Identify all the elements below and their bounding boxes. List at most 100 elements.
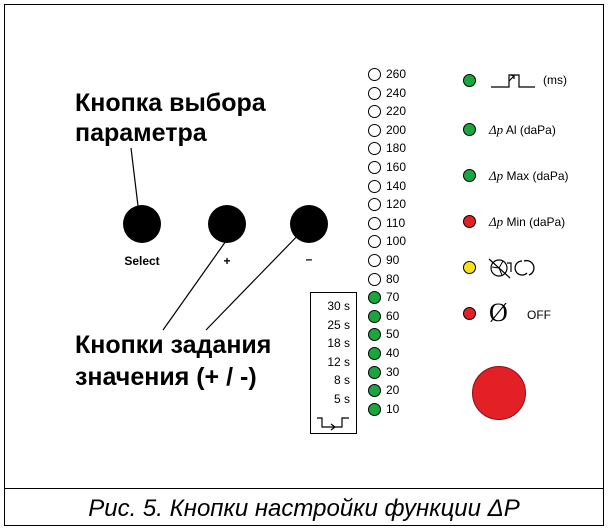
pulse-step-icon bbox=[491, 74, 535, 88]
select-heading-line2: параметра bbox=[75, 119, 207, 147]
scale-row: 40 bbox=[368, 346, 438, 361]
delay-time-value: 25 s bbox=[327, 317, 350, 332]
indicator-off: Ø OFF bbox=[463, 298, 603, 327]
off-label: OFF bbox=[527, 308, 551, 322]
scale-led bbox=[368, 86, 381, 100]
scale-row: 20 bbox=[368, 383, 438, 398]
scale-led bbox=[368, 272, 381, 286]
dp-al-label: Al (daPa) bbox=[505, 123, 556, 137]
pulse-led bbox=[463, 74, 476, 87]
scale-row: 200 bbox=[368, 123, 438, 138]
indicator-fan bbox=[463, 258, 603, 279]
scale-row: 110 bbox=[368, 216, 438, 231]
scale-row: 180 bbox=[368, 141, 438, 156]
scale-value: 200 bbox=[386, 122, 407, 137]
scale-value: 20 bbox=[386, 383, 400, 398]
scale-row: 70 bbox=[368, 290, 438, 305]
pulse-ms-label: (ms) bbox=[543, 73, 567, 87]
red-reset-button[interactable] bbox=[472, 366, 526, 420]
scale-value: 40 bbox=[386, 346, 400, 360]
scale-value: 60 bbox=[386, 308, 400, 323]
scale-value: 80 bbox=[386, 271, 400, 286]
select-knob-label: Select bbox=[124, 254, 160, 268]
plus-leader-line bbox=[162, 223, 239, 331]
plus-knob[interactable] bbox=[208, 205, 246, 243]
indicator-pulse: (ms) bbox=[463, 71, 603, 91]
fan-crossed-rotate-icon bbox=[488, 258, 535, 279]
minus-knob-label: – bbox=[305, 252, 313, 266]
indicator-dp-al: Δp Al (daPa) bbox=[463, 120, 603, 140]
dp-max-led bbox=[463, 169, 476, 182]
indicator-dp-max: Δp Max (daPa) bbox=[463, 166, 603, 186]
dp-max-label: Max (daPa) bbox=[506, 169, 569, 183]
scale-row: 10 bbox=[368, 402, 438, 417]
scale-row: 60 bbox=[368, 309, 438, 324]
dp-al-symbol: Δp bbox=[489, 122, 504, 137]
caption-divider bbox=[4, 488, 604, 489]
off-led bbox=[463, 307, 476, 320]
scale-row: 260 bbox=[368, 67, 438, 82]
delay-time-value: 12 s bbox=[327, 354, 350, 369]
scale-led bbox=[368, 291, 381, 305]
delay-time-value: 8 s bbox=[333, 373, 350, 388]
scale-value: 260 bbox=[386, 67, 407, 81]
dp-min-symbol: Δp bbox=[489, 214, 504, 229]
dp-al-led bbox=[463, 123, 476, 136]
scale-led bbox=[368, 161, 381, 174]
scale-row: 120 bbox=[368, 197, 438, 212]
scale-led bbox=[368, 235, 381, 249]
delay-time-value: 30 s bbox=[327, 299, 350, 313]
scale-led bbox=[368, 365, 381, 379]
scale-row: 80 bbox=[368, 272, 438, 287]
scale-led bbox=[368, 105, 381, 119]
scale-led bbox=[368, 309, 381, 323]
scale-value: 180 bbox=[386, 141, 407, 156]
scale-row: 240 bbox=[368, 86, 438, 101]
scale-led bbox=[368, 198, 381, 212]
scale-value: 50 bbox=[386, 327, 400, 342]
minus-leader-line bbox=[205, 225, 308, 331]
value-heading-line2: значения (+ / -) bbox=[75, 363, 257, 391]
scale-led bbox=[368, 68, 381, 81]
pulse-delay-icon bbox=[317, 417, 349, 431]
scale-value: 110 bbox=[386, 215, 406, 230]
delay-time-value: 5 s bbox=[333, 392, 350, 406]
delay-time-box: 30 s 25 s 18 s 12 s 8 s 5 s bbox=[310, 292, 357, 434]
scale-value: 30 bbox=[386, 364, 400, 379]
dp-min-led bbox=[463, 215, 476, 228]
scale-value: 120 bbox=[386, 197, 407, 212]
scale-value: 90 bbox=[386, 253, 400, 267]
scale-value: 140 bbox=[386, 178, 407, 193]
select-knob[interactable] bbox=[123, 205, 161, 243]
scale-row: 30 bbox=[368, 365, 438, 380]
select-heading-line1: Кнопка выбора bbox=[75, 89, 266, 117]
scale-value: 160 bbox=[386, 160, 407, 174]
scale-value: 240 bbox=[386, 85, 407, 100]
scale-led bbox=[368, 216, 381, 230]
scale-row: 90 bbox=[368, 253, 438, 268]
value-heading-line1: Кнопки задания bbox=[75, 331, 272, 359]
scale-led bbox=[368, 328, 381, 342]
scale-led bbox=[368, 384, 381, 398]
dp-min-label: Min (daPa) bbox=[506, 215, 566, 229]
plus-knob-label: + bbox=[223, 254, 231, 268]
diagram-frame bbox=[4, 4, 604, 526]
scale-row: 220 bbox=[368, 104, 438, 119]
scale-value: 70 bbox=[386, 290, 400, 305]
scale-value: 10 bbox=[386, 401, 400, 416]
off-symbol: Ø bbox=[489, 298, 508, 327]
scale-value: 100 bbox=[386, 234, 407, 249]
scale-led bbox=[368, 347, 381, 360]
scale-led bbox=[368, 142, 381, 156]
scale-row: 100 bbox=[368, 234, 438, 249]
delay-time-value: 18 s bbox=[327, 336, 350, 351]
scale-led bbox=[368, 123, 381, 137]
scale-led bbox=[368, 179, 381, 193]
dp-max-symbol: Δp bbox=[489, 168, 504, 183]
select-leader-line bbox=[130, 147, 139, 207]
scale-row: 160 bbox=[368, 160, 438, 175]
scale-led bbox=[368, 402, 381, 416]
scale-row: 140 bbox=[368, 179, 438, 194]
fan-led bbox=[463, 261, 476, 274]
